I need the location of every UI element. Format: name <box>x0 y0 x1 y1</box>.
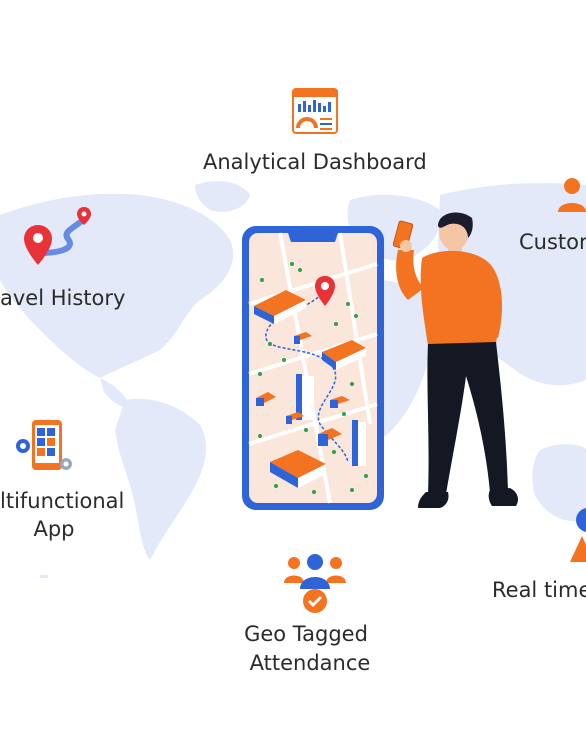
multifunctional-label-line2: App <box>33 517 75 541</box>
travel-history-label: avel History <box>0 286 126 310</box>
location-pin-icon <box>315 276 335 306</box>
geo-attendance-icon <box>284 554 346 613</box>
person-illustration <box>392 212 518 508</box>
multifunctional-label-line1: ltifunctional <box>0 489 125 513</box>
real-time-label: Real time <box>492 578 586 602</box>
phone-illustration <box>242 226 384 510</box>
real-time-icon <box>570 508 586 562</box>
dashboard-icon <box>292 88 338 134</box>
route-pin-icon <box>24 207 91 265</box>
customer-label: Custor <box>519 230 586 254</box>
geo-tagged-label-line1: Geo Tagged <box>244 622 368 646</box>
customer-icon <box>558 178 586 212</box>
geo-tagged-label-line2: Attendance <box>249 651 371 675</box>
multifunctional-app-icon <box>16 420 72 470</box>
analytical-dashboard-label: Analytical Dashboard <box>203 150 427 174</box>
